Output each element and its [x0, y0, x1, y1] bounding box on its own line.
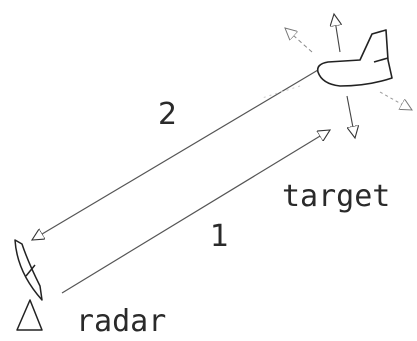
radar-dish-icon	[15, 240, 42, 330]
target-label: target	[282, 179, 390, 214]
scatter-ray-down	[347, 96, 355, 138]
path-1-label: 1	[210, 219, 229, 254]
radar-label: radar	[76, 304, 166, 339]
scatter-ray-up	[334, 14, 340, 52]
scatter-ray-back	[262, 86, 300, 98]
scatter-ray-up-left	[285, 28, 312, 52]
scatter-ray-right	[380, 92, 412, 110]
aircraft-target-icon	[318, 30, 392, 86]
path-2-label: 2	[158, 97, 177, 132]
return-beam-arrow	[32, 70, 318, 240]
